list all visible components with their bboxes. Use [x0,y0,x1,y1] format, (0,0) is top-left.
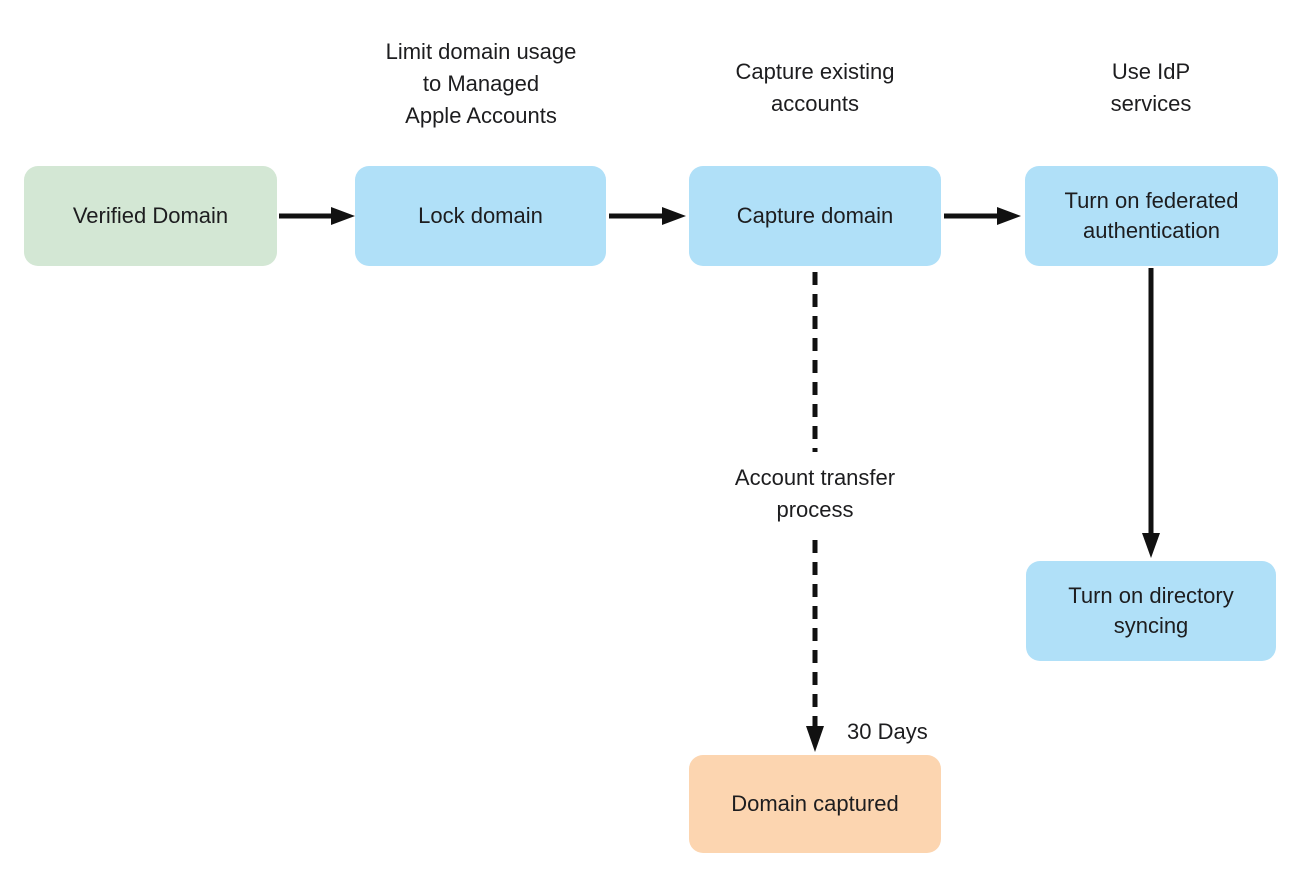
node-directory-syncing-label: Turn on directory syncing [1068,583,1234,638]
node-domain-captured-label: Domain captured [731,791,899,816]
annotation-line: Capture existing [735,59,895,84]
arrow-capture-to-federated [944,207,1021,225]
arrow-verified-to-lock [279,207,355,225]
annotation-line: Account transfer [734,465,896,490]
arrow-lock-to-capture [609,207,686,225]
node-capture-domain-label: Capture domain [736,203,894,228]
node-lock-domain-label: Lock domain [418,203,543,228]
annotation-line: Use IdP [1111,59,1191,84]
annotation-line: Limit domain usage [385,39,577,64]
annotation-line: services [1110,91,1192,116]
node-federated-auth: Turn on federated authentication [1025,166,1278,266]
node-domain-captured: Domain captured [689,755,941,853]
annotation-limit-domain-usage: Limit domain usage to Managed Apple Acco… [351,36,611,132]
arrow-federated-to-directory [1142,268,1160,558]
node-federated-auth-label: Turn on federated authentication [1064,188,1239,243]
annotation-use-idp: Use IdP services [1021,56,1281,120]
node-capture-domain: Capture domain [689,166,941,266]
annotation-line: Apple Accounts [405,103,557,128]
node-directory-syncing: Turn on directory syncing [1026,561,1276,661]
node-verified-domain: Verified Domain [24,166,277,266]
label-thirty-days: 30 Days [847,719,928,744]
annotation-line: to Managed [422,71,540,96]
node-verified-domain-label: Verified Domain [72,203,229,228]
node-lock-domain: Lock domain [355,166,606,266]
annotation-account-transfer: Account transfer process [685,462,945,526]
annotation-capture-existing: Capture existing accounts [685,56,945,120]
annotation-line: accounts [770,91,860,116]
annotation-line: process [776,497,854,522]
